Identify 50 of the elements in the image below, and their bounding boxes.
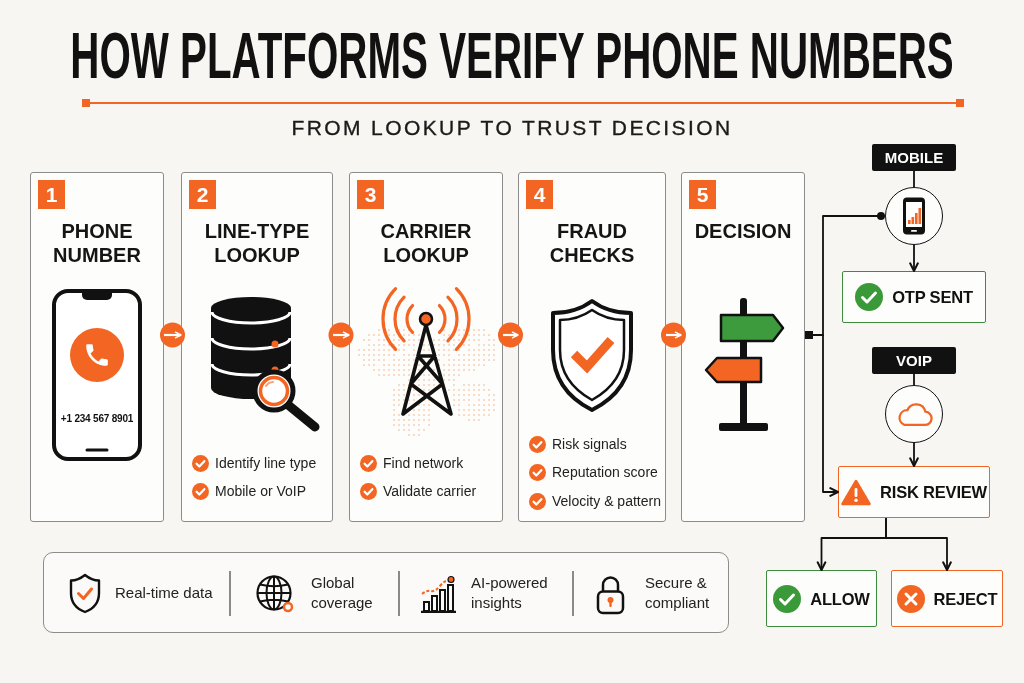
connector-line [804,212,885,339]
connector-line [913,373,915,386]
step-title: LINE-TYPE LOOKUP [203,219,311,267]
arrow [885,517,952,571]
step-number: 1 [38,180,65,209]
result-label: ALLOW [810,588,870,609]
arrow [909,442,919,467]
result-box [838,466,990,518]
result-box [842,271,986,323]
result-box [891,570,1003,627]
step-card [349,172,503,522]
result-label: REJECT [933,588,998,609]
arrow [666,331,682,339]
step-number: 3 [357,180,384,209]
checklist-item: Find network [383,454,464,472]
feature-label: Secure & compliant [645,572,711,613]
checklist-item: Risk signals [552,435,627,453]
step-title: DECISION [693,219,793,243]
result-label: RISK REVIEW [880,482,987,502]
step-number: 5 [689,180,716,209]
checklist-item: Mobile or VoIP [215,482,307,500]
checklist-item: Validate carrier [383,482,477,500]
connector-line [913,170,915,188]
phone-number: +1 234 567 8901 [59,412,135,426]
feature-label: Real-time data [115,582,213,603]
features-panel [43,552,729,633]
step-title: FRAUD CHECKS [548,219,636,267]
arrow [164,331,182,339]
result-label: OTP SENT [892,287,973,307]
feature-label: Global coverage [311,572,374,613]
category-tag: MOBILE [872,144,956,171]
step-number: 4 [526,180,553,209]
checklist-item: Reputation score [552,463,658,481]
step-card [181,172,333,522]
step-card [518,172,666,522]
feature-label: AI-powered insights [471,572,549,613]
category-tag: VOIP [872,347,956,374]
checklist-item: Identify line type [215,454,317,472]
arrow [333,331,350,339]
arrow [909,244,919,272]
checklist-item: Velocity & pattern [552,492,661,510]
result-box [766,570,877,627]
step-card [681,172,805,522]
step-title: PHONE NUMBER [52,219,142,267]
step-card [30,172,164,522]
step-number: 2 [189,180,216,209]
subtitle: FROM LOOKUP TO TRUST DECISION [291,116,733,140]
step-title: CARRIER LOOKUP [379,219,473,267]
arrow [503,331,519,339]
title: HOW PLATFORMS VERIFY PHONE NUMBERS [70,24,954,88]
